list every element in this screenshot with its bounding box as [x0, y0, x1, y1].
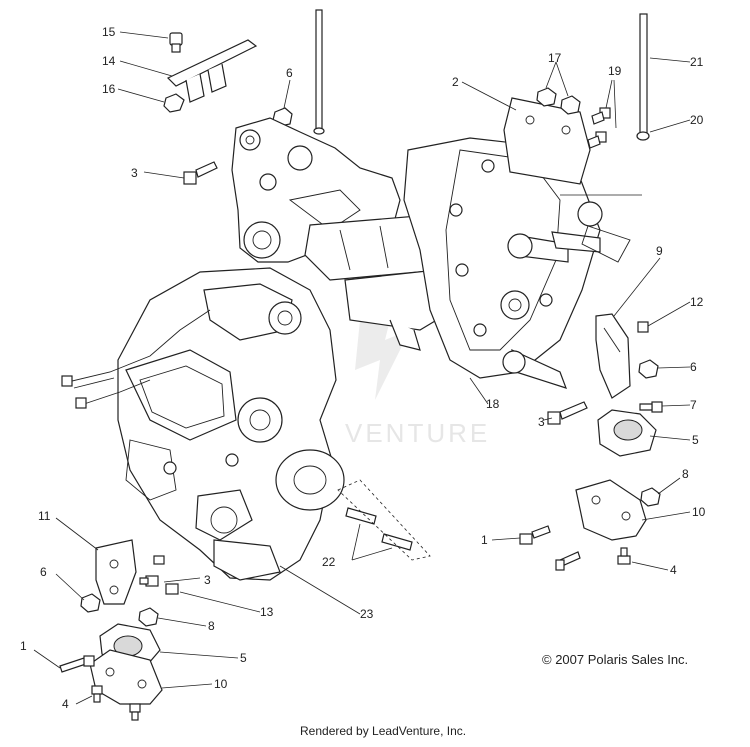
- leader-lines: [33, 31, 691, 705]
- callout-5-right: 5: [692, 433, 699, 447]
- callout-3-right: 3: [538, 415, 545, 429]
- callout-6-top: 6: [286, 66, 293, 80]
- callout-21: 21: [690, 55, 704, 69]
- callout-14: 14: [102, 54, 116, 68]
- bolt-12: [637, 321, 649, 333]
- callout-5-lower: 5: [240, 651, 247, 665]
- bracket-10-right: [575, 479, 647, 541]
- nut-16: [163, 93, 185, 113]
- footer-text: Rendered by LeadVenture, Inc.: [300, 724, 466, 738]
- bolt-4-right: [617, 547, 631, 565]
- callout-20: 20: [690, 113, 704, 127]
- callout-1-lower: 1: [20, 639, 27, 653]
- engine: [117, 267, 345, 581]
- callout-2: 2: [452, 75, 459, 89]
- bolt-near-11: [153, 555, 165, 565]
- callout-6-right: 6: [690, 360, 697, 374]
- callout-4-lower: 4: [62, 697, 69, 711]
- callout-labels: 15 14 16 6 3 2 17 19 21 20 9 12 6 7 5 8 …: [20, 25, 706, 711]
- callout-7: 7: [690, 398, 697, 412]
- callout-13: 13: [260, 605, 274, 619]
- stud-guide: [337, 479, 431, 561]
- callout-17: 17: [548, 51, 562, 65]
- nut-6-right: [638, 359, 659, 379]
- callout-10-right: 10: [692, 505, 706, 519]
- bolt-4-lower: [91, 685, 141, 721]
- long-stud-left: [313, 9, 325, 135]
- bolt-1-lower: [59, 655, 95, 673]
- callout-4-right: 4: [670, 563, 677, 577]
- bolt-13: [165, 583, 179, 595]
- nut-6-left: [80, 593, 101, 613]
- nut-8-right: [640, 487, 661, 507]
- copyright-text: © 2007 Polaris Sales Inc.: [542, 652, 688, 667]
- watermark: VENTURE: [345, 300, 490, 448]
- bracket-14: [166, 39, 258, 103]
- callout-16: 16: [102, 82, 116, 96]
- callout-23: 23: [360, 607, 374, 621]
- callout-19: 19: [608, 64, 622, 78]
- callout-8-lower: 8: [208, 619, 215, 633]
- bolt-7: [639, 401, 663, 413]
- long-stud-right: [636, 13, 650, 141]
- studs-22: [345, 507, 413, 551]
- bracket-11: [95, 539, 137, 605]
- callout-15: 15: [102, 25, 116, 39]
- bolt-15: [169, 32, 183, 53]
- callout-12: 12: [690, 295, 704, 309]
- isolator-mount-5-right: [597, 409, 657, 457]
- transmission: [403, 137, 631, 389]
- watermark-text: VENTURE: [345, 418, 490, 448]
- bolt-3-top: [183, 161, 218, 185]
- bolt-3-lower: [139, 575, 159, 587]
- callout-10-lower: 10: [214, 677, 228, 691]
- fuel-lines: [61, 309, 211, 409]
- callout-6-left: 6: [40, 565, 47, 579]
- bracket-9: [595, 313, 631, 399]
- nut-8-lower: [138, 607, 159, 627]
- callout-11: 11: [38, 509, 51, 523]
- callout-3-top: 3: [131, 166, 138, 180]
- mount-plate-2: [503, 97, 591, 185]
- callout-8-right: 8: [682, 467, 689, 481]
- bolts-19: [587, 107, 611, 149]
- callout-3-lower: 3: [204, 573, 211, 587]
- callout-9: 9: [656, 244, 663, 258]
- bolt-3-right: [547, 401, 588, 425]
- bolt-1-right: [519, 525, 581, 571]
- callout-22: 22: [322, 555, 336, 569]
- callout-18: 18: [486, 397, 500, 411]
- nuts-17: [536, 87, 581, 115]
- callout-1-right: 1: [481, 533, 488, 547]
